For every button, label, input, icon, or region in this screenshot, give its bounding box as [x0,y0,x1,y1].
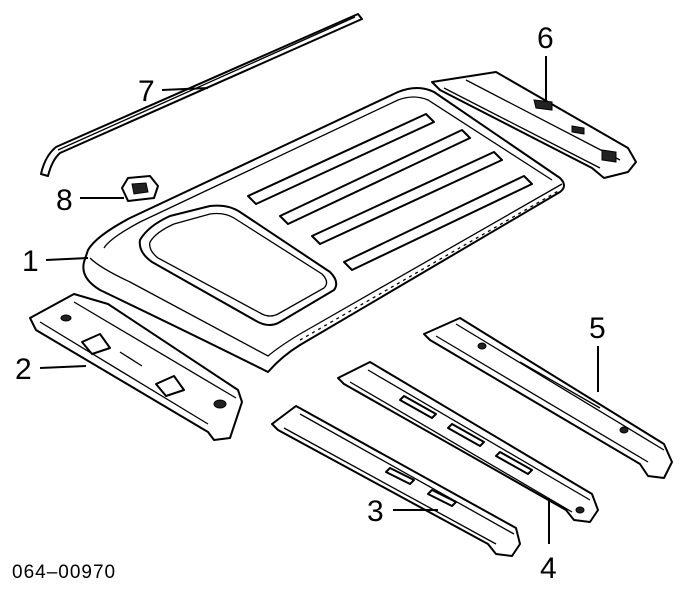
diagram-code: 064–00970 [12,562,116,583]
part-8-clip [121,175,159,202]
part-7-roof-molding [40,13,363,177]
leader-1 [45,257,89,261]
leader-7 [161,87,209,91]
part-5-roof-bow [423,317,673,479]
callout-6: 6 [537,22,554,55]
callout-2: 2 [15,353,32,386]
part-2-front-header [29,293,243,441]
callout-3: 3 [367,495,384,528]
callout-7: 7 [138,75,155,108]
callout-5: 5 [589,312,606,345]
part-4-roof-bow [337,361,599,523]
callout-8: 8 [56,184,73,217]
leader-2 [39,365,87,369]
callout-4: 4 [540,552,557,585]
part-6-rear-header [431,71,637,179]
callout-1: 1 [22,245,39,278]
part-3-roof-bow [271,405,521,557]
part-1-roof-panel [82,87,565,373]
